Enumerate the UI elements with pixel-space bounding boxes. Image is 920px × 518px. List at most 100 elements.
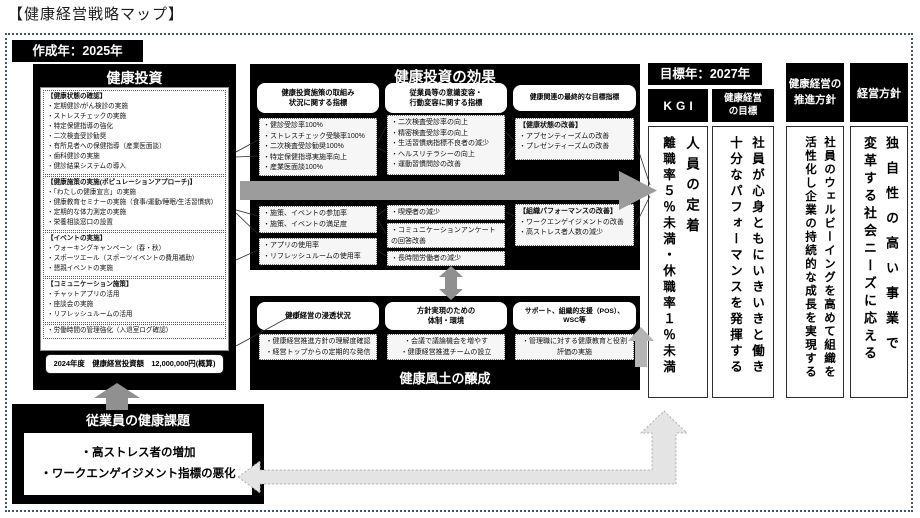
list-item: ・二次検査受診勧奨 — [47, 133, 107, 140]
list-item: ・ウォーキングキャンペーン（春・秋） — [47, 245, 166, 252]
list-item: ・長時間労働者の減少 — [391, 255, 461, 262]
list-item: ・管理職に対する健康教育と役割評価の実施 — [522, 338, 627, 356]
effects-col2-group4: ・長時間労働者の減少 — [387, 251, 505, 266]
health-management-goal-statement: 社員が心身ともにいきいきと働き 十分なパフォーマンスを発揮する — [712, 126, 774, 398]
list-item: ・施策、イベントの参加率 — [263, 210, 347, 217]
challenges-title: 従業員の健康課題 — [85, 413, 190, 428]
list-item: ・二次検査受診勧奨100% — [263, 143, 344, 150]
header-line: 従業員等の意識変容・ — [409, 88, 483, 98]
list-item: ・アプリの使用率 — [263, 242, 319, 249]
list-item: ・会議で議論機会を増やす — [404, 338, 488, 345]
list-item: ・高ストレス者の増加 — [80, 446, 196, 459]
target-goal-header: 健康経営 の目標 — [712, 89, 774, 122]
management-policy-statement: 独自性の高い事業で 変革する社会ニーズに応える — [850, 126, 908, 398]
list-item: ・精密検査受診率の向上 — [391, 129, 468, 137]
header-line: 方針実現のための — [416, 306, 476, 316]
list-item: ・リフレッシュルームの使用率 — [263, 252, 361, 260]
list-item: ・産業医面談100% — [263, 164, 323, 171]
culture-box3-header: サポート、組織的支援（POS）、 WSC等 — [513, 302, 636, 330]
list-item: ・特定保健指導実施率向上 — [263, 153, 347, 161]
list-item: ・アブセンティーズムの改善 — [519, 132, 610, 140]
header-line: 体制・環境 — [427, 316, 465, 325]
list-item: ・ストレスチェック受験率100% — [263, 132, 365, 140]
list-item: ・高ストレス者人数の減少 — [519, 229, 603, 236]
header-line: 推進方針 — [794, 93, 836, 106]
vertical-text-line: 変革する社会ニーズに応える — [862, 136, 877, 364]
list-item: ・ストレスチェックの実施 — [47, 113, 127, 120]
section-communication: 【コミュニケーション施策】 ・チャットアプリの活用 ・座談会の実施 ・リフレッシ… — [43, 278, 226, 323]
list-item: ・特定保健指導の強化 — [47, 123, 113, 130]
effects-title: 健康投資の効果 — [394, 70, 496, 86]
vertical-text-line: 離職率５％未満・休職率１％未満 — [661, 136, 675, 376]
list-item: ・喫煙者の減少 — [391, 209, 440, 216]
culture-box1-items: ・健康経営推進方針の理解度確認 ・経営トップからの定期的な発信 — [259, 334, 377, 360]
outer-dotted-frame — [5, 33, 913, 512]
policy-header: 健康経営の 推進方針 — [786, 63, 844, 122]
list-item: ・コミュニケーションアンケートの回答改善 — [391, 227, 496, 245]
effects-col1-group2: ・施策、イベントの参加率 ・施策、イベントの満足度 — [259, 206, 377, 233]
section-events: 【イベントの実施】 ・ウォーキングキャンペーン（春・秋） ・スポーツエール（スポ… — [43, 232, 226, 277]
list-item: ・スポーツエール（スポーツイベントの費用補助） — [47, 255, 199, 262]
list-item: ・ワークエンゲイジメントの改善 — [519, 218, 624, 226]
header-line: WSC等 — [563, 317, 586, 324]
effects-col1-group3: ・アプリの使用率 ・リフレッシュルームの使用率 — [259, 238, 377, 265]
culture-box1-header: 健康経営の浸透状況 — [257, 302, 379, 330]
list-item: ・懇親イベントの実施 — [47, 265, 113, 272]
list-item: ・健診受診率100% — [263, 122, 323, 129]
list-item: ・健康経営推進チームの設立 — [400, 348, 492, 356]
vertical-text-line: 独自性の高い事業で — [884, 136, 899, 361]
target-year-badge: 目標年：2027年 — [648, 63, 762, 85]
list-item: ・リフレッシュルームの活用 — [47, 311, 133, 318]
header-line: の目標 — [728, 105, 758, 117]
group-heading: 【健康状態の改善】 — [519, 122, 582, 129]
culture-box3-items: ・管理職に対する健康教育と役割評価の実施 — [515, 334, 634, 360]
effects-col2-group2: ・喫煙者の減少 — [387, 205, 505, 220]
header-line: サポート、組織的支援（POS）、 — [524, 307, 625, 315]
vertical-text-line: 人員の定着 — [684, 136, 699, 239]
list-item: ・ヘルスリテラシーの向上 — [391, 150, 475, 158]
effects-col2-group3: ・コミュニケーションアンケートの回答改善 — [387, 223, 505, 248]
list-item: ・経営トップからの定期的な発信 — [265, 348, 371, 356]
list-item: ・定期的な体力測定の実施 — [47, 209, 127, 216]
header-line: 健康経営 — [723, 92, 762, 104]
list-item: ・労働時間の管理強化（入退室ログ確認） — [47, 327, 173, 334]
culture-box2-items: ・会議で議論機会を増やす ・健康経営推進チームの設立 — [387, 334, 505, 360]
list-item: ・有所見者への保健指導（産業医面談） — [47, 143, 166, 150]
list-item: ・栄養相談窓口の設置 — [47, 219, 113, 226]
list-item: ・座談会の実施 — [47, 301, 94, 308]
effects-col3-group1: 【健康状態の改善】 ・アブセンティーズムの改善 ・プレゼンティーズムの改善 — [515, 118, 634, 160]
effects-col1-header: 健康投資施策の取組み 状況に関する指標 — [257, 83, 379, 113]
header-line: 健康経営の — [788, 77, 842, 90]
list-item: ・ワークエンゲイジメント指標の悪化 — [40, 468, 236, 480]
investment-panel: 健康投資 【健康状態の確認】 ・定期健診/がん検診の実施 ・ストレスチェックの実… — [33, 64, 236, 390]
header-line: 行動変容に関する指標 — [409, 98, 483, 107]
effects-col2-header: 従業員等の意識変容・ 行動変容に関する指標 — [385, 83, 507, 113]
list-item: ・プレゼンティーズムの改善 — [519, 143, 610, 150]
challenges-list: ・高ストレス者の増加 ・ワークエンゲイジメント指標の悪化 — [24, 433, 252, 495]
header-line: 健康経営の浸透状況 — [285, 311, 351, 321]
culture-title: 健康風土の醸成 — [399, 371, 491, 386]
list-item: ・健康経営推進方針の理解度確認 — [265, 338, 371, 345]
page-title: 【健康経営戦略マップ】 — [8, 6, 185, 23]
investment-title: 健康投資 — [106, 70, 163, 86]
promotion-policy-statement: 社員のウェルビーイングを高めて組織を 活性化し企業の持続的な成長を実現する — [786, 126, 844, 398]
list-item: ・健康教育セミナーの実施（食事/運動/睡眠/生活習慣病） — [47, 199, 218, 206]
vertical-text-line: 社員のウェルビーイングを高めて組織を — [823, 136, 835, 379]
header-line: 健康投資施策の取組み — [281, 88, 355, 98]
header-line: 健康関連の最終的な目標指標 — [529, 94, 620, 102]
list-item: ・生活習慣病指標不良者の減少 — [391, 140, 489, 147]
created-year-badge: 作成年：2025年 — [12, 40, 143, 62]
section-heading: 【イベントの実施】 — [47, 235, 107, 242]
list-item: ・チャットアプリの活用 — [47, 291, 120, 298]
budget-note: 2024年度 健康経営投資額 12,000,000円(概算) — [45, 354, 224, 374]
vertical-text-line: 社員が心身ともにいきいきと働き — [750, 136, 764, 376]
kgi-statement: 人員の定着 離職率５％未満・休職率１％未満 — [648, 126, 708, 398]
group-heading: 【組織パフォーマンスの改善】 — [519, 208, 617, 215]
section-heading: 【コミュニケーション施策】 — [47, 281, 133, 288]
effects-col2-group1: ・二次検査受診率の向上 ・精密検査受診率の向上 ・生活習慣病指標不良者の減少 ・… — [387, 115, 505, 175]
section-work-hours: ・労働時間の管理強化（入退室ログ確認） — [43, 324, 226, 339]
section-heading: 【健康状態の確認】 — [47, 93, 107, 100]
investment-list-panel: 【健康状態の確認】 ・定期健診/がん検診の実施 ・ストレスチェックの実施 ・特定… — [40, 87, 229, 351]
challenges-panel: 従業員の健康課題 ・高ストレス者の増加 ・ワークエンゲイジメント指標の悪化 — [12, 404, 264, 504]
